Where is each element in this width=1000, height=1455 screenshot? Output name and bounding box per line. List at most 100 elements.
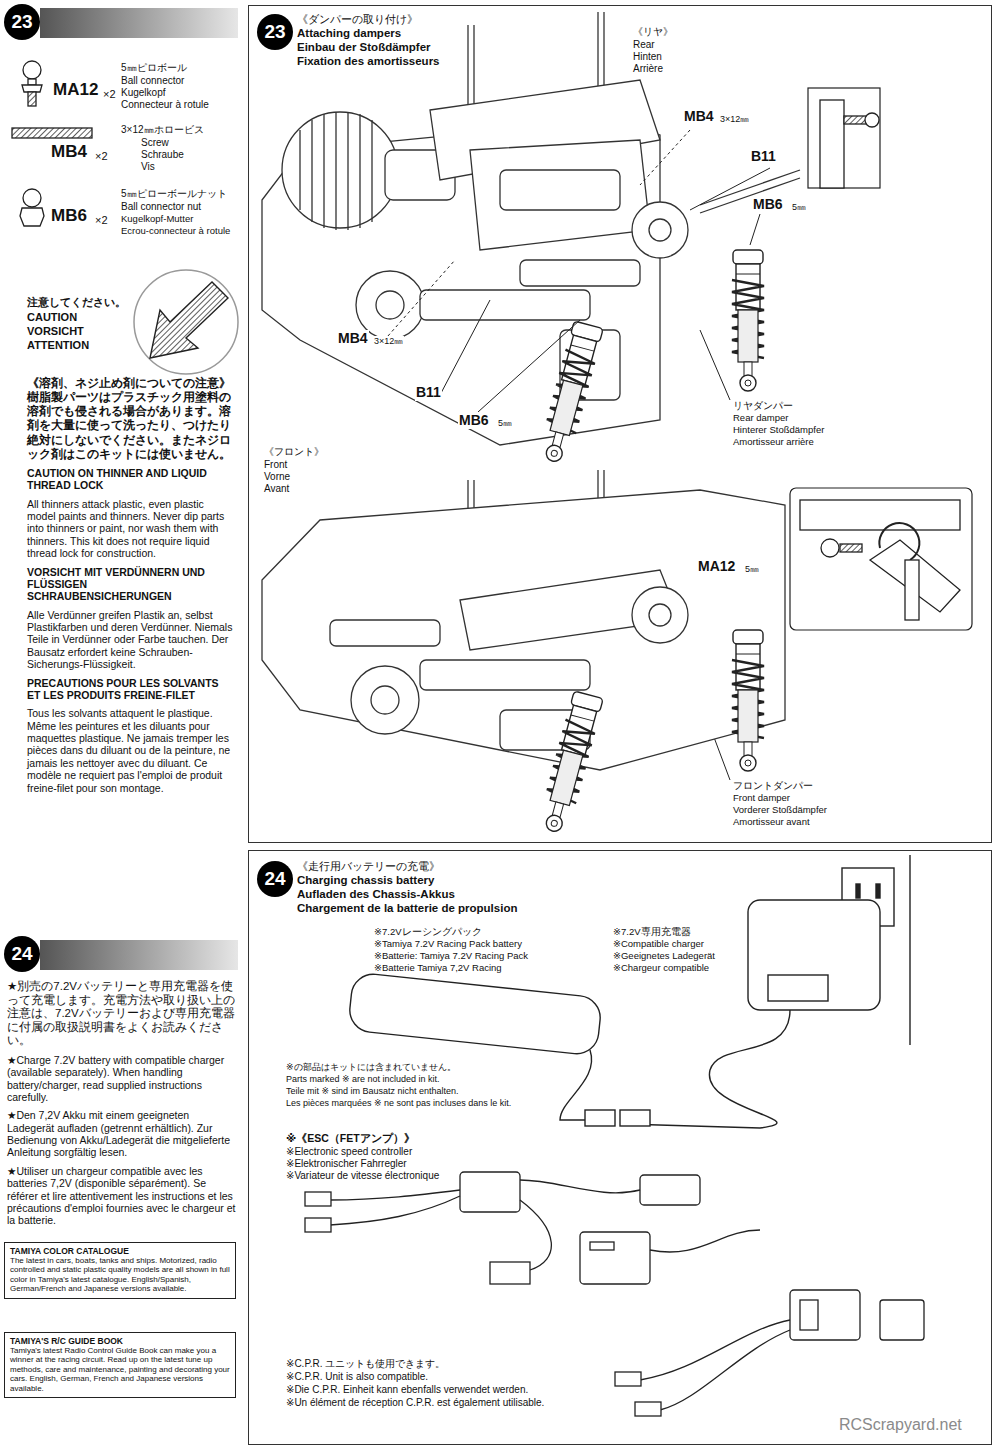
dimension: 5㎜: [744, 564, 760, 575]
direction-label: 《リヤ》: [632, 26, 674, 38]
step-number: 24: [4, 936, 40, 972]
part-name: Schraube: [140, 149, 185, 161]
step-number-text: 23: [11, 11, 32, 33]
part-name: 5㎜ピローボールナット: [120, 188, 228, 200]
caution-heading: CAUTION ON THINNER AND LIQUID THREAD LOC…: [26, 467, 234, 492]
part-label: リヤダンパー: [732, 400, 794, 411]
instruction-text: ★Charge 7.2V battery with compatible cha…: [6, 1054, 238, 1104]
part-code: B11: [750, 148, 777, 165]
quantity: ×2: [102, 88, 117, 101]
part-label: Amortisseur arrière: [732, 436, 815, 447]
front-dampers: [537, 630, 764, 835]
part-name: Kugelkopf: [120, 87, 166, 99]
rear-dampers: [537, 250, 764, 465]
part-name: Kugelkopf-Mutter: [120, 213, 194, 224]
caution-heading: CAUTION: [26, 311, 78, 324]
part-label: Amortisseur avant: [732, 816, 811, 827]
instruction-text: ★別売の7.2Vバッテリーと専用充電器を使って充電します。充電方法や取り扱い上の…: [6, 980, 238, 1048]
step-heading: Chargement de la batterie de propulsion: [297, 902, 517, 915]
caution-text: Tous les solvants attaquent le plastique…: [26, 707, 234, 794]
rear-chassis: [262, 12, 800, 445]
front-chassis: [262, 470, 785, 770]
part-label: Rear damper: [732, 412, 789, 423]
item-label: ※7.2Vレーシングパック: [373, 926, 483, 937]
step-number-text: 24: [264, 868, 285, 890]
step-heading: Fixation des amortisseurs: [297, 55, 440, 68]
box-heading: TAMIYA'S R/C GUIDE BOOK: [10, 1336, 230, 1346]
step-bar: [40, 940, 238, 970]
step-heading: Charging chassis battery: [297, 874, 434, 887]
part-name: Screw: [140, 137, 170, 149]
part-name: Ball connector nut: [120, 201, 202, 213]
direction-label: Avant: [263, 483, 290, 495]
note: ※C.P.R. ユニットも使用できます。: [285, 1358, 446, 1370]
caution-heading: VORSICHT MIT VERDÜNNERN UND FLÜSSIGEN SC…: [26, 566, 234, 603]
caution-heading: PRECAUTIONS POUR LES SOLVANTS ET LES PRO…: [26, 677, 234, 702]
part-code: MB6: [50, 206, 88, 226]
detail-inset: [790, 488, 972, 630]
part-name: Ecrou-connecteur à rotule: [120, 225, 231, 236]
part-label: Hinterer Stoßdämpfer: [732, 424, 825, 435]
item-label: ※Variateur de vitesse électronique: [285, 1170, 440, 1182]
caution-heading: 注意してください。: [26, 296, 127, 309]
part-name: Ball connector: [120, 75, 185, 87]
part-name: Vis: [140, 161, 156, 173]
item-label: ※《ESC（FETアンプ）》: [285, 1132, 416, 1144]
direction-label: Front: [263, 459, 288, 471]
step-number-text: 23: [264, 21, 285, 43]
note: ※Die C.P.R. Einheit kann ebenfalls verwe…: [285, 1384, 529, 1396]
caution-icon: [134, 270, 238, 374]
caution-heading: VORSICHT: [26, 325, 85, 338]
item-label: ※7.2V専用充電器: [612, 926, 692, 937]
part-code: MB4: [337, 330, 369, 347]
step-heading: 《ダンパーの取り付け》: [297, 13, 418, 26]
item-label: ※Tamiya 7.2V Racing Pack battery: [373, 938, 523, 949]
instruction-text: ★Utiliser un chargeur compatible avec le…: [6, 1165, 238, 1227]
note: Teile mit ※ sind im Bausatz nicht enthal…: [285, 1086, 460, 1097]
step-number: 23: [257, 14, 293, 50]
dimension: 3×12㎜: [373, 336, 404, 347]
quantity: ×2: [94, 150, 109, 163]
dimension: 5㎜: [791, 202, 807, 213]
note: ※Un élément de réception C.P.R. est égal…: [285, 1397, 545, 1409]
part-code: MB6: [752, 196, 784, 213]
part-label: Vorderer Stoßdämpfer: [732, 804, 828, 815]
direction-label: Hinten: [632, 51, 663, 63]
caution-text: All thinners attack plastic, even plasti…: [26, 498, 234, 560]
item-label: ※Electronic speed controller: [285, 1146, 413, 1158]
note: Parts marked ※ are not included in kit.: [285, 1074, 441, 1085]
box-text: The latest in cars, boats, tanks and shi…: [10, 1256, 230, 1294]
note: Les pièces marquées ※ ne sont pas inclus…: [285, 1098, 512, 1109]
direction-label: Vorne: [263, 471, 291, 483]
wrench-detail: [800, 500, 960, 620]
part-label: Front damper: [732, 792, 791, 803]
step-panel: 《ダンパーの取り付け》Attaching dampersEinbau der S…: [248, 5, 992, 843]
box-text: Tamiya's latest Radio Control Guide Book…: [10, 1346, 230, 1393]
note: ※の部品はキットには含まれていません。: [285, 1062, 457, 1073]
item-label: ※Geeignetes Ladegerät: [612, 950, 716, 961]
direction-label: Arrière: [632, 63, 664, 75]
part-code: MB6: [458, 412, 490, 429]
step-heading: Einbau der Stoßdämpfer: [297, 41, 431, 54]
info-box: TAMIYA COLOR CATALOGUEThe latest in cars…: [4, 1242, 236, 1299]
part-code: MA12: [697, 558, 736, 575]
watermark: RCScrapyard.net: [838, 1416, 963, 1435]
part-name: Connecteur à rotule: [120, 99, 210, 111]
note: ※C.P.R. Unit is also compatible.: [285, 1371, 429, 1383]
item-label: ※Elektronischer Fahrregler: [285, 1158, 408, 1170]
caution-text: 《溶剤、ネジ止め剤についての注意》樹脂製パーツはプラスチック用塗料の溶剤でも侵さ…: [26, 376, 234, 461]
detail-inset: [808, 88, 880, 188]
step-number: 24: [257, 861, 293, 897]
dimension: 5㎜: [497, 418, 513, 429]
info-box: TAMIYA'S R/C GUIDE BOOKTamiya's latest R…: [4, 1332, 236, 1398]
caution-heading: ATTENTION: [26, 339, 90, 352]
step-number-text: 24: [11, 943, 32, 965]
step-heading: 《走行用バッテリーの充電》: [297, 860, 440, 873]
item-label: ※Batterie Tamiya 7,2V Racing: [373, 962, 503, 973]
charger: [620, 855, 910, 1128]
part-name: 3×12㎜ホロービス: [120, 124, 205, 136]
instruction-text: ★Den 7,2V Akku mit einem geeigneten Lade…: [6, 1109, 238, 1159]
step-heading: Attaching dampers: [297, 27, 401, 40]
caution-text: Alle Verdünner greifen Plastik an, selbs…: [26, 609, 234, 671]
